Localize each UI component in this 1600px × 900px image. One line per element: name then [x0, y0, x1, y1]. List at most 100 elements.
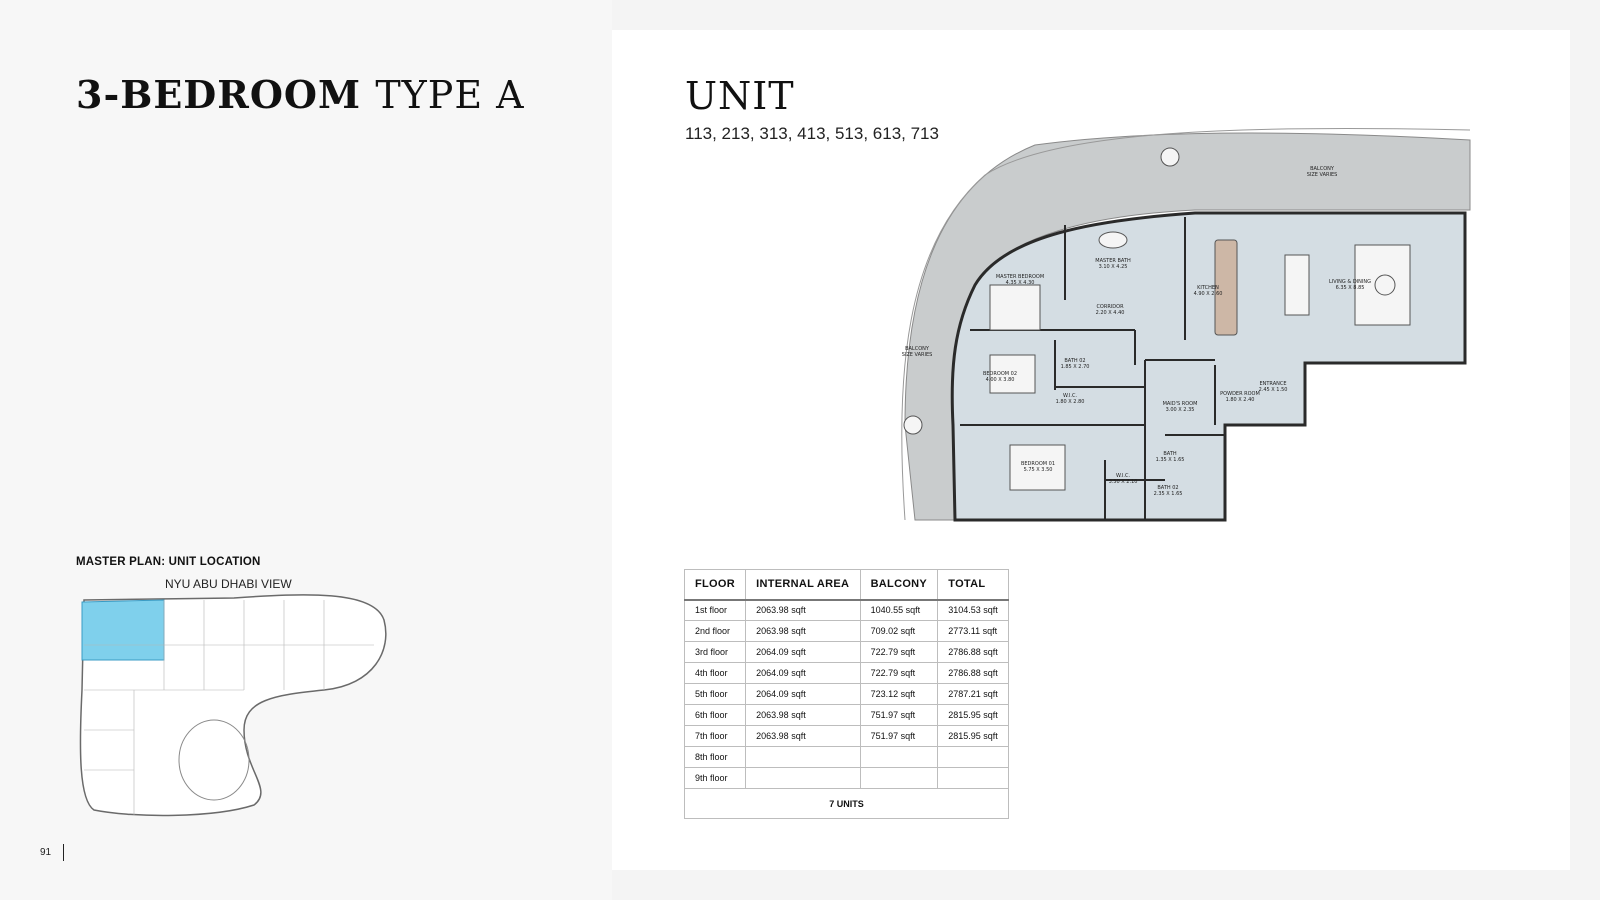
cell-balcony: 709.02 sqft: [859, 620, 939, 642]
label-entrance-size: 2.45 X 1.50: [1259, 387, 1288, 393]
cell-floor: 3rd floor: [683, 641, 747, 663]
label-corridor: CORRIDOR: [1096, 304, 1124, 310]
cell-internal-area: 2063.98 sqft: [745, 620, 861, 642]
coffee-table: [1374, 274, 1396, 296]
header-balcony: BALCONY: [859, 569, 939, 601]
balcony-table: [903, 415, 923, 435]
label-wic2-size: 3.50 X 2.10: [1109, 479, 1138, 485]
dining-table: [1284, 254, 1310, 316]
label-powder: POWDER ROOM: [1220, 391, 1260, 397]
label-bath02-size: 1.85 X 2.70: [1061, 364, 1090, 370]
table-row: 5th floor 2064.09 sqft 723.12 sqft 2787.…: [683, 683, 1009, 705]
table-row: 3rd floor 2064.09 sqft 722.79 sqft 2786.…: [683, 641, 1009, 663]
label-entrance: ENTRANCE: [1259, 381, 1286, 387]
cell-balcony: [859, 746, 939, 768]
masterplan-grid: [84, 600, 374, 815]
master-plan: [79, 594, 387, 817]
cell-internal-area: 2064.09 sqft: [745, 683, 861, 705]
label-bath-size: 1.35 X 1.65: [1156, 457, 1185, 463]
cell-internal-area: 2063.98 sqft: [745, 725, 861, 747]
label-corridor-size: 2.20 X 4.40: [1096, 310, 1125, 316]
cell-total: 2815.95 sqft: [937, 725, 1009, 747]
balcony-outer-line: [901, 127, 1471, 521]
page-number-divider: [63, 844, 64, 861]
cell-total: 2787.21 sqft: [937, 683, 1009, 705]
label-kitchen: KITCHEN: [1197, 285, 1219, 291]
title-light: TYPE A: [375, 73, 525, 117]
label-bedroom02-size: 4.00 X 3.80: [986, 377, 1015, 383]
table-row: 8th floor: [683, 746, 1009, 768]
cell-floor: 1st floor: [683, 599, 747, 621]
cell-balcony: 723.12 sqft: [859, 683, 939, 705]
cell-internal-area: 2064.09 sqft: [745, 641, 861, 663]
cell-balcony: [859, 767, 939, 789]
masterplan-view-label: NYU ABU DHABI VIEW: [165, 577, 292, 591]
label-bath02b-size: 2.35 X 1.65: [1154, 491, 1183, 497]
label-wic1: W.I.C.: [1063, 393, 1078, 399]
label-wic1-size: 1.80 X 2.80: [1056, 399, 1085, 405]
title-bold: 3-BEDROOM: [76, 72, 362, 117]
courtyard: [178, 719, 250, 801]
cell-balcony: 751.97 sqft: [859, 704, 939, 726]
label-bedroom01-size: 5.75 X 3.50: [1024, 467, 1053, 473]
label-master-bedroom-size: 4.35 X 4.30: [1006, 280, 1035, 286]
unit-location-highlight: [81, 599, 165, 661]
cell-internal-area: 2063.98 sqft: [745, 599, 861, 621]
label-powder-size: 1.80 X 2.40: [1226, 397, 1255, 403]
label-living: LIVING & DINING: [1329, 279, 1371, 285]
cell-total: 2786.88 sqft: [937, 662, 1009, 684]
cell-floor: 5th floor: [683, 683, 747, 705]
label-bath02: BATH 02: [1064, 358, 1085, 364]
cell-total: 2773.11 sqft: [937, 620, 1009, 642]
label-master-bath: MASTER BATH: [1095, 258, 1131, 264]
table-row: 2nd floor 2063.98 sqft 709.02 sqft 2773.…: [683, 620, 1009, 642]
bathtub: [1098, 231, 1128, 249]
label-balcony-left-size: SIZE VARIES: [902, 352, 933, 358]
header-internal-area: INTERNAL AREA: [745, 569, 861, 601]
table-header-row: FLOOR INTERNAL AREA BALCONY TOTAL: [683, 569, 1009, 601]
cell-floor: 9th floor: [683, 767, 747, 789]
label-maids: MAID'S ROOM: [1163, 401, 1198, 407]
cell-total: 2786.88 sqft: [937, 641, 1009, 663]
label-balcony-left: BALCONY: [905, 346, 930, 352]
unit-heading: UNIT: [685, 74, 795, 118]
label-bedroom02: BEDROOM 02: [983, 371, 1017, 377]
table-row: 4th floor 2064.09 sqft 722.79 sqft 2786.…: [683, 662, 1009, 684]
label-bath02b: BATH 02: [1157, 485, 1178, 491]
cell-floor: 8th floor: [683, 746, 747, 768]
label-master-bath-size: 3.10 X 4.25: [1099, 264, 1128, 270]
table-row: 9th floor: [683, 767, 1009, 789]
outdoor-table: [1160, 147, 1180, 167]
label-bath: BATH: [1163, 451, 1177, 457]
cell-floor: 2nd floor: [683, 620, 747, 642]
cell-floor: 4th floor: [683, 662, 747, 684]
kitchen-island: [1214, 239, 1238, 336]
cell-balcony: 1040.55 sqft: [859, 599, 939, 621]
total-units: 7 UNITS: [684, 788, 1009, 819]
label-living-size: 6.35 X 8.85: [1336, 285, 1365, 291]
page-number: 91: [40, 847, 52, 858]
master-bed: [989, 284, 1041, 331]
cell-internal-area: 2063.98 sqft: [745, 704, 861, 726]
cell-total: 2815.95 sqft: [937, 704, 1009, 726]
masterplan-label: MASTER PLAN: UNIT LOCATION: [76, 556, 261, 568]
cell-total: [937, 767, 1009, 789]
label-wic2: W.I.C.: [1116, 473, 1131, 479]
label-balcony-top-size: SIZE VARIES: [1307, 172, 1338, 178]
unit-floor: [950, 211, 1467, 522]
table-row: 6th floor 2063.98 sqft 751.97 sqft 2815.…: [683, 704, 1009, 726]
label-maids-size: 3.00 X 2.35: [1166, 407, 1195, 413]
cell-internal-area: 2064.09 sqft: [745, 662, 861, 684]
unit-numbers: 113, 213, 313, 413, 513, 613, 713: [685, 124, 939, 143]
furniture: [903, 147, 1411, 491]
cell-balcony: 722.79 sqft: [859, 662, 939, 684]
table-row: 1st floor 2063.98 sqft 1040.55 sqft 3104…: [683, 599, 1009, 621]
cell-internal-area: [745, 767, 861, 789]
table-row: 7th floor 2063.98 sqft 751.97 sqft 2815.…: [683, 725, 1009, 747]
page-title: 3-BEDROOM TYPE A: [76, 72, 525, 117]
cell-balcony: 751.97 sqft: [859, 725, 939, 747]
floor-plan: BALCONY SIZE VARIES BALCONY SIZE VARIES …: [901, 127, 1471, 522]
cell-floor: 7th floor: [683, 725, 747, 747]
label-kitchen-size: 4.90 X 2.60: [1194, 291, 1223, 297]
cell-internal-area: [745, 746, 861, 768]
